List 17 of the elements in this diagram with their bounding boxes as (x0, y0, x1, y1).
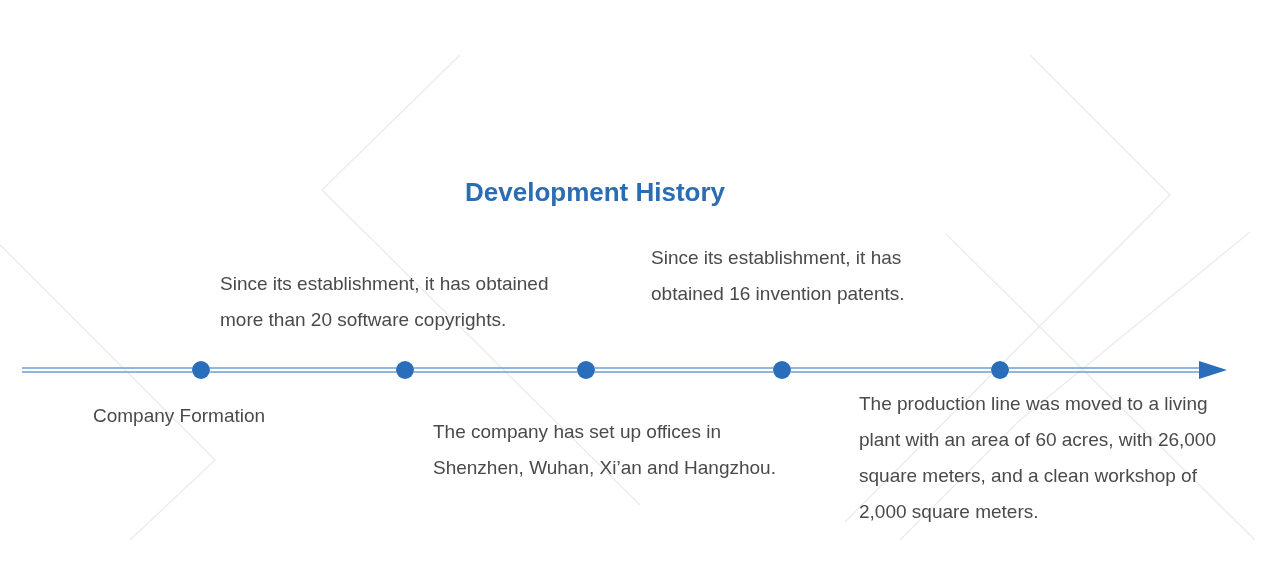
event-caption: Since its establishment, it has obtained more than 20 software copyrights. (220, 272, 550, 332)
timeline-line (594, 367, 774, 373)
event-caption: The company has set up offices in Shenzhen, Wuhan, Xi’an and Hangzhou. (433, 420, 777, 480)
timeline-line (413, 367, 578, 373)
event-caption: The production line was moved to a living plant with an area of 60 acres, with 26,000 square meters, and a clean workshop of 2,000 square meters. (859, 392, 1217, 524)
timeline-dot (773, 361, 791, 379)
timeline-dot (991, 361, 1009, 379)
timeline-dot (396, 361, 414, 379)
diagram-title: Development History (465, 176, 726, 209)
timeline-arrow (1008, 361, 1227, 379)
timeline-line (209, 367, 397, 373)
event-caption: Since its establishment, it has obtained 16 invention patents. (651, 246, 906, 306)
timeline-dot (192, 361, 210, 379)
timeline-line (790, 367, 992, 373)
event-caption: Company Formation (93, 404, 267, 428)
timeline-line (21, 367, 193, 373)
timeline-dot (577, 361, 595, 379)
